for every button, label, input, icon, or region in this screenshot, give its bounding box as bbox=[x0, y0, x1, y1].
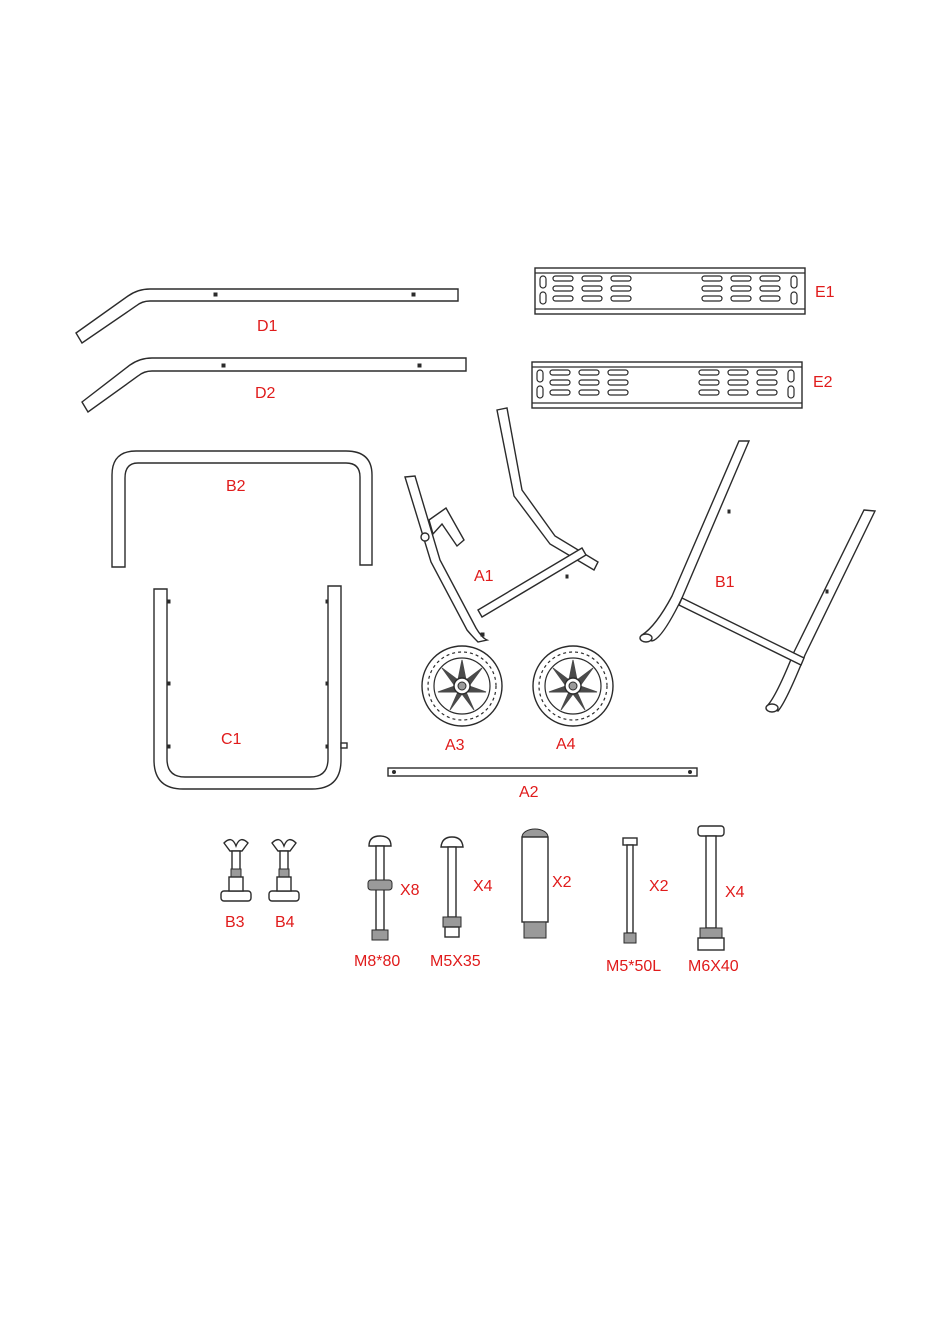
label-b4: B4 bbox=[275, 915, 295, 931]
label-e2: E2 bbox=[813, 375, 833, 391]
part-e1-shelf bbox=[535, 268, 805, 314]
hardware-bolt-m6x40 bbox=[698, 826, 724, 950]
label-b3: B3 bbox=[225, 915, 245, 931]
hardware-qty-1: X8 bbox=[400, 883, 420, 899]
label-d1: D1 bbox=[257, 319, 277, 335]
part-a4-wheel bbox=[533, 646, 613, 726]
label-e1: E1 bbox=[815, 285, 835, 301]
part-b3-foot bbox=[221, 840, 251, 901]
part-b1-frame bbox=[640, 441, 875, 712]
hardware-bolt-m5x50l bbox=[623, 838, 637, 943]
hardware-sleeve bbox=[522, 829, 548, 938]
hardware-spec-4: M5*50L bbox=[606, 959, 661, 975]
hardware-bolt-m8x80 bbox=[368, 836, 392, 940]
hardware-qty-4: X2 bbox=[649, 879, 669, 895]
part-a2-axle bbox=[388, 768, 697, 776]
hardware-qty-5: X4 bbox=[725, 885, 745, 901]
part-b2-frame bbox=[112, 451, 372, 567]
part-e2-shelf bbox=[532, 362, 802, 408]
hardware-bolt-m5x35 bbox=[441, 837, 463, 937]
label-a1: A1 bbox=[474, 569, 494, 585]
part-c1-frame bbox=[154, 586, 347, 789]
label-a2: A2 bbox=[519, 785, 539, 801]
label-a3: A3 bbox=[445, 738, 465, 754]
label-b1: B1 bbox=[715, 575, 735, 591]
part-a3-wheel bbox=[422, 646, 502, 726]
part-a1-frame bbox=[405, 408, 598, 642]
label-a4: A4 bbox=[556, 737, 576, 753]
hardware-spec-1: M8*80 bbox=[354, 954, 400, 970]
label-c1: C1 bbox=[221, 732, 241, 748]
hardware-spec-5: M6X40 bbox=[688, 959, 739, 975]
label-b2: B2 bbox=[226, 479, 246, 495]
part-b4-foot bbox=[269, 840, 299, 901]
hardware-spec-2: M5X35 bbox=[430, 954, 481, 970]
hardware-qty-2: X4 bbox=[473, 879, 493, 895]
hardware-qty-3: X2 bbox=[552, 875, 572, 891]
label-d2: D2 bbox=[255, 386, 275, 402]
